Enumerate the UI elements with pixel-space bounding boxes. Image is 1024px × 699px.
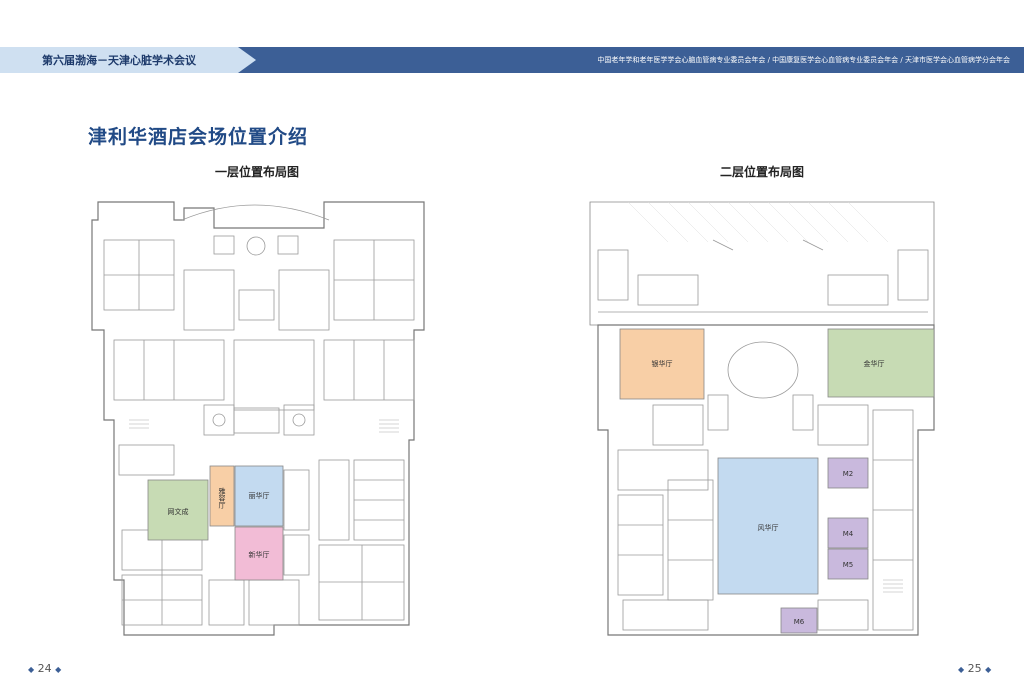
room-wangwencheng-label: 网文成	[168, 507, 189, 516]
right-page-number: 25	[967, 662, 982, 675]
floor1-title: 一层位置布局图	[215, 165, 300, 179]
room-m5	[827, 548, 869, 580]
room-m6	[780, 607, 818, 634]
room-fenghuating	[717, 457, 819, 595]
diamond-icon: ◆	[55, 665, 62, 674]
room-yarongting-label: 雅容厅	[218, 487, 226, 509]
diamond-icon: ◆	[958, 665, 965, 674]
room-wangwencheng	[147, 479, 209, 541]
header-light-tab	[0, 47, 256, 73]
room-m4	[827, 517, 869, 549]
organizers-text: 中国老年学和老年医学学会心脑血管病专业委员会年会 / 中国康复医学会心血管病专业…	[597, 56, 1010, 64]
page-number-left: ◆ 24 ◆	[28, 662, 61, 675]
floor2-title: 二层位置布局图	[720, 165, 805, 179]
room-lihuating-label: 丽华厅	[249, 491, 270, 500]
room-xinhuating	[234, 526, 284, 581]
room-yinhuating	[619, 328, 705, 400]
conference-title: 第六届渤海－天津心脏学术会议	[42, 54, 196, 67]
floor2-plan: 银华厅 金华厅 风华厅 M2 M4 M5 M6	[589, 201, 935, 636]
room-m5-label: M5	[843, 561, 854, 569]
room-m2	[827, 457, 869, 489]
room-jinhuating-label: 金华厅	[864, 359, 885, 368]
diamond-icon: ◆	[28, 665, 35, 674]
header-band: 第六届渤海－天津心脏学术会议 中国老年学和老年医学学会心脑血管病专业委员会年会 …	[0, 47, 1024, 73]
floor1-plan: 网文成 雅容厅 丽华厅 新华厅	[91, 201, 425, 636]
room-lihuating	[234, 465, 284, 527]
page-number-right: ◆ 25 ◆	[958, 662, 991, 675]
room-fenghuating-label: 风华厅	[758, 523, 779, 532]
room-m2-label: M2	[843, 470, 854, 478]
room-yinhuating-label: 银华厅	[652, 359, 673, 368]
room-m6-label: M6	[794, 618, 805, 626]
left-page-number: 24	[37, 662, 52, 675]
diamond-icon: ◆	[985, 665, 992, 674]
page-title: 津利华酒店会场位置介绍	[88, 126, 309, 148]
room-xinhuating-label: 新华厅	[249, 550, 270, 559]
room-m4-label: M4	[843, 530, 854, 538]
room-yarongting	[209, 465, 235, 527]
room-jinhuating	[827, 328, 935, 398]
